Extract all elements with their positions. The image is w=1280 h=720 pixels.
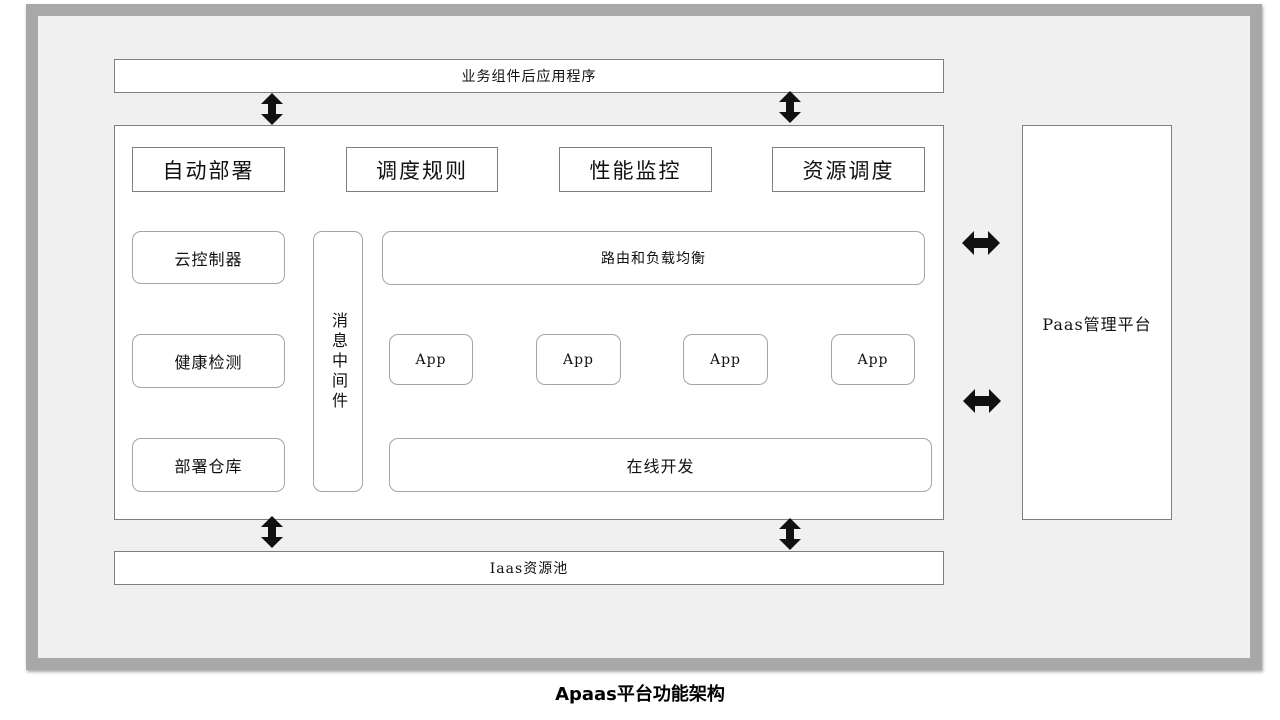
- scheduling-rules-box: 调度规则: [346, 147, 498, 192]
- app-box: App: [831, 334, 915, 385]
- vertical-double-arrow-icon: [261, 516, 283, 548]
- app-box: App: [389, 334, 473, 385]
- routing-load-balancing-box: 路由和负载均衡: [382, 231, 925, 285]
- vertical-double-arrow-icon: [261, 93, 283, 125]
- health-check-box: 健康检测: [132, 334, 285, 388]
- cloud-controller-box: 云控制器: [132, 231, 285, 284]
- online-development-box: 在线开发: [389, 438, 932, 492]
- vertical-double-arrow-icon: [779, 91, 801, 123]
- iaas-resource-pool-layer: Iaas资源池: [114, 551, 944, 585]
- deploy-repository-box: 部署仓库: [132, 438, 285, 492]
- business-apps-layer: 业务组件后应用程序: [114, 59, 944, 93]
- message-middleware-box: 消息中间件: [313, 231, 363, 492]
- vertical-double-arrow-icon: [779, 518, 801, 550]
- horizontal-double-arrow-icon: [963, 389, 1001, 413]
- auto-deploy-box: 自动部署: [132, 147, 285, 192]
- paas-management-platform: Paas管理平台: [1022, 125, 1172, 520]
- performance-monitoring-box: 性能监控: [559, 147, 712, 192]
- message-middleware-label: 消息中间件: [329, 311, 348, 412]
- resource-scheduling-box: 资源调度: [772, 147, 925, 192]
- app-box: App: [683, 334, 768, 385]
- horizontal-double-arrow-icon: [962, 231, 1000, 255]
- app-box: App: [536, 334, 621, 385]
- diagram-caption: Apaas平台功能架构: [555, 684, 725, 705]
